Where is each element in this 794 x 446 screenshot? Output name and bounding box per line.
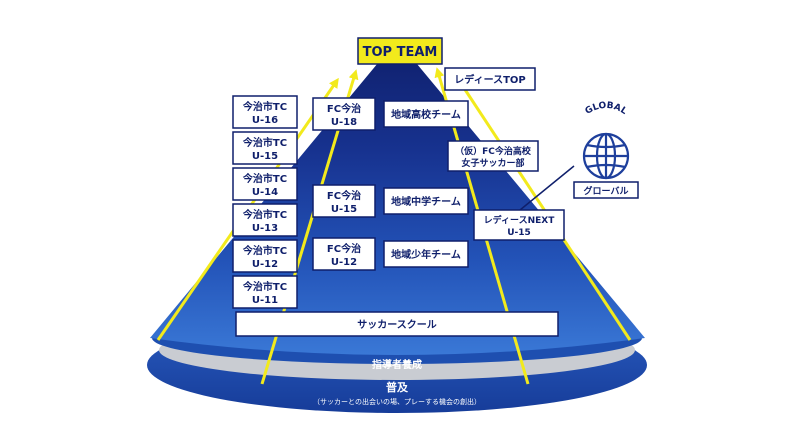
svg-text:FC今治: FC今治	[327, 189, 361, 202]
tc-box: 今治市TC U-15	[232, 131, 298, 165]
coach-training-label: 指導者養成	[372, 358, 422, 371]
svg-text:サッカースクール: サッカースクール	[357, 319, 437, 331]
tc-box: 今治市TC U-12	[232, 239, 298, 273]
local-teams-column: 地域高校チーム 地域中学チーム 地域少年チーム	[383, 100, 469, 268]
tc-box: 今治市TC U-14	[232, 167, 298, 201]
svg-text:U-11: U-11	[252, 295, 278, 306]
svg-text:U-13: U-13	[252, 223, 278, 234]
svg-text:（仮）FC今治高校: （仮）FC今治高校	[455, 145, 532, 157]
fc-imabari-column: FC今治 U-18 FC今治 U-15 FC今治 U-12	[312, 97, 376, 271]
tc-box: 今治市TC U-13	[232, 203, 298, 237]
svg-text:FC今治: FC今治	[327, 102, 361, 115]
svg-text:レディースTOP: レディースTOP	[454, 73, 525, 86]
svg-text:FC今治: FC今治	[327, 242, 361, 255]
top-team-label: TOP TEAM	[363, 45, 438, 60]
svg-text:今治市TC: 今治市TC	[242, 280, 287, 293]
svg-text:U-12: U-12	[331, 257, 357, 268]
svg-text:今治市TC: 今治市TC	[242, 100, 287, 113]
soccer-school-box: サッカースクール	[235, 311, 559, 337]
ladies-next-box: レディースNEXT U-15	[473, 209, 565, 241]
svg-text:今治市TC: 今治市TC	[242, 244, 287, 257]
fc-box: FC今治 U-15	[312, 184, 376, 218]
globe-icon	[582, 132, 630, 180]
svg-text:地域少年チーム: 地域少年チーム	[391, 248, 461, 261]
ladies-top-box: レディースTOP	[444, 67, 536, 91]
ladies-column: レディースTOP （仮）FC今治高校 女子サッカー部 レディースNEXT U-1…	[444, 67, 565, 241]
svg-text:U-15: U-15	[507, 228, 531, 238]
local-junior-high-box: 地域中学チーム	[383, 187, 469, 215]
local-high-school-box: 地域高校チーム	[383, 100, 469, 128]
svg-text:地域中学チーム: 地域中学チーム	[391, 195, 461, 208]
global-connector	[519, 165, 575, 211]
tc-box: 今治市TC U-11	[232, 275, 298, 309]
svg-text:U-12: U-12	[252, 259, 278, 270]
svg-text:U-18: U-18	[331, 117, 357, 128]
svg-text:U-15: U-15	[252, 151, 278, 162]
fc-box: FC今治 U-12	[312, 237, 376, 271]
fc-box: FC今治 U-18	[312, 97, 376, 131]
svg-text:U-14: U-14	[252, 187, 278, 198]
top-team-box: TOP TEAM	[357, 37, 443, 65]
svg-text:女子サッカー部: 女子サッカー部	[461, 157, 524, 169]
svg-text:今治市TC: 今治市TC	[242, 172, 287, 185]
imabari-tc-column: 今治市TC U-16 今治市TC U-15 今治市TC U-14 今治市TC U…	[232, 95, 298, 309]
fukyu-subtitle: （サッカーとの出会いの場、プレーする機会の創出）	[313, 397, 481, 406]
fukyu-title: 普及	[386, 380, 409, 394]
ladies-high-school-box: （仮）FC今治高校 女子サッカー部	[447, 140, 539, 172]
local-youth-box: 地域少年チーム	[383, 240, 469, 268]
tc-box: 今治市TC U-16	[232, 95, 298, 129]
svg-text:今治市TC: 今治市TC	[242, 136, 287, 149]
svg-text:U-15: U-15	[331, 204, 357, 215]
global-group: GLOBAL グローバル	[573, 101, 639, 199]
global-label: グローバル	[584, 185, 629, 197]
svg-text:レディースNEXT: レディースNEXT	[484, 214, 556, 226]
svg-text:地域高校チーム: 地域高校チーム	[391, 108, 461, 121]
svg-text:今治市TC: 今治市TC	[242, 208, 287, 221]
svg-text:U-16: U-16	[252, 115, 278, 126]
global-label-box	[573, 181, 639, 199]
global-arc-text: GLOBAL	[584, 101, 629, 117]
